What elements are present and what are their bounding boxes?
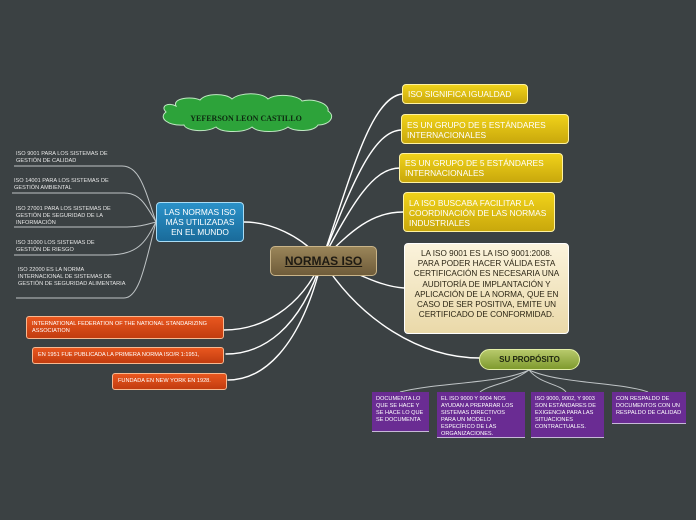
connector-center-grupo-1 [321,129,403,261]
node-description[interactable]: LA ISO 9001 ES LA ISO 9001:2008. PARA PO… [404,243,569,334]
cloud-label[interactable]: YEFERSON LEON CASTILLO [190,113,302,123]
purpose-item[interactable]: EL ISO 9000 Y 9004 NOS AYUDAN A PREPARAR… [437,392,525,438]
connector-purpose-3 [528,369,567,393]
connector-purpose-4 [528,369,649,393]
connector-purpose-2 [479,369,530,393]
node-most-used[interactable]: LAS NORMAS ISO MÁS UTILIZADAS EN EL MUND… [156,202,244,242]
connector-center-iso-significa [321,93,403,261]
fact-node[interactable]: EN 1951 FUE PUBLICADA LA PRIMERA NORMA I… [32,347,224,364]
connector-center-fact-2 [225,259,323,355]
central-node[interactable]: NORMAS ISO [270,246,377,276]
connector-leaf-2 [12,192,157,223]
connector-purpose-1 [399,369,530,393]
leaf-item[interactable]: ISO 31000 LOS SISTEMAS DE GESTIÓN DE RIE… [16,240,95,253]
connector-leaf-1 [14,165,157,223]
connector-center-grupo-2 [321,167,401,261]
leaf-item[interactable]: ISO 22000 ES LA NORMA INTERNACIONAL DE S… [18,267,126,287]
connector-leaf-3 [14,221,157,228]
leaf-item[interactable]: ISO 9001 PARA LOS SISTEMAS DE GESTIÓN DE… [16,151,108,164]
connector-center-fact-3 [227,259,323,381]
fact-node[interactable]: INTERNATIONAL FEDERATION OF THE NATIONAL… [26,316,224,339]
purpose-item[interactable]: CON RESPALDO DE DOCUMENTOS CON UN RESPAL… [612,392,686,424]
connector-center-proposito [321,259,481,359]
leaf-item[interactable]: ISO 27001 PARA LOS SISTEMAS DE GESTIÓN D… [16,206,111,226]
node-grupo-estandares-1[interactable]: ES UN GRUPO DE 5 ESTÁNDARES INTERNACIONA… [401,114,569,144]
connector-leaf-4 [14,221,157,256]
cloud-shape [162,93,333,132]
node-grupo-estandares-2[interactable]: ES UN GRUPO DE 5 ESTÁNDARES INTERNACIONA… [399,153,563,183]
leaf-item[interactable]: ISO 14001 PARA LOS SISTEMAS DE GESTIÓN A… [14,178,109,191]
node-iso-significa[interactable]: ISO SIGNIFICA IGUALDAD [402,84,528,104]
node-iso-buscaba[interactable]: LA ISO BUSCABA FACILITAR LA COORDINACIÓN… [403,192,555,232]
connector-leaf-5 [16,221,157,299]
purpose-item[interactable]: ISO 9000, 9002, Y 9003 SON ESTÁNDARES DE… [531,392,604,438]
fact-node[interactable]: FUNDADA EN NEW YORK EN 1928. [112,373,227,390]
purpose-item[interactable]: DOCUMENTA LO QUE SE HACE Y SE HACE LO QU… [372,392,429,432]
node-proposito[interactable]: SU PROPÓSITO [479,349,580,370]
